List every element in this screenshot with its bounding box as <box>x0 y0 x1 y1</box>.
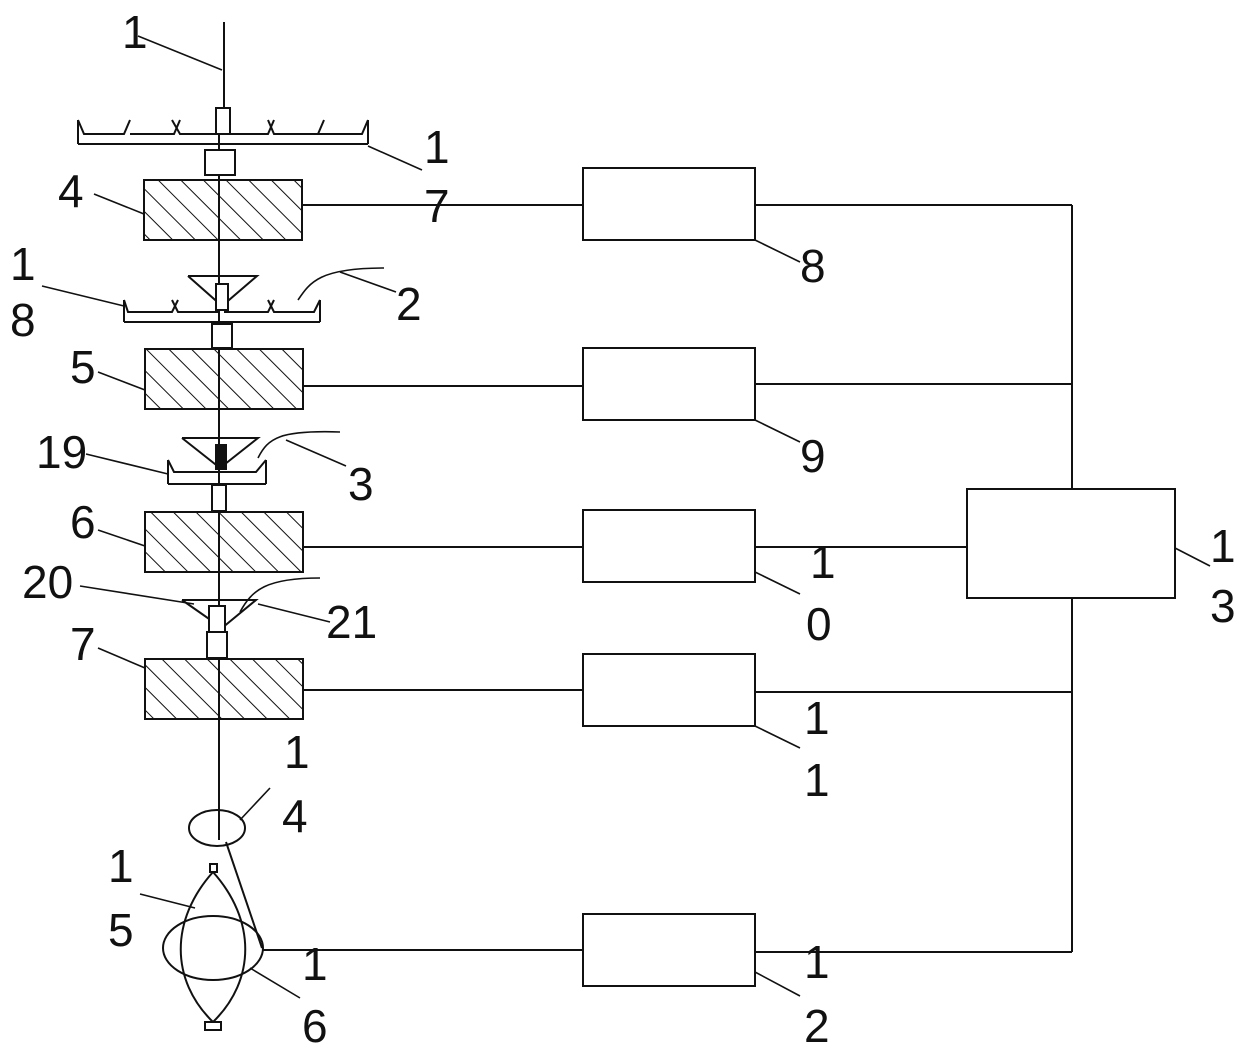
box-8 <box>583 168 755 240</box>
label-5-15: 5 <box>108 904 134 956</box>
ring-14 <box>189 810 245 846</box>
hatched-block-5 <box>145 349 303 409</box>
leader-6 <box>98 530 145 546</box>
leader-8 <box>755 240 800 262</box>
box-9 <box>583 348 755 420</box>
label-3: 3 <box>348 458 374 510</box>
funnel-20 <box>182 600 256 658</box>
label-0-box10: 0 <box>806 598 832 650</box>
label-1-15: 1 <box>108 840 134 892</box>
leader-2 <box>340 272 396 292</box>
spindle-top-cap <box>210 864 217 872</box>
label-1-box11b: 1 <box>804 754 830 806</box>
box-13 <box>967 489 1175 598</box>
hatched-block-6 <box>145 512 303 572</box>
box-10 <box>583 510 755 582</box>
label-21: 21 <box>326 596 377 648</box>
label-7-left: 7 <box>70 618 96 670</box>
spindle-15 <box>181 872 246 1022</box>
leader-18 <box>42 286 124 306</box>
label-4-14: 4 <box>282 790 308 842</box>
leader-3 <box>286 440 346 466</box>
label-1-top: 1 <box>122 6 148 58</box>
leader-5 <box>98 372 145 390</box>
label-5: 5 <box>70 341 96 393</box>
tray-17 <box>78 108 368 144</box>
leader-19 <box>86 454 168 474</box>
label-1-14: 1 <box>284 726 310 778</box>
box-11 <box>583 654 755 726</box>
label-6-16: 6 <box>302 1000 328 1052</box>
leader-21 <box>258 604 330 622</box>
label-3-box13: 3 <box>1210 580 1236 632</box>
leader-9 <box>755 420 800 442</box>
leader-10 <box>755 572 800 594</box>
leader-15 <box>140 894 195 908</box>
leader-20 <box>80 586 194 604</box>
leader-4 <box>94 194 144 214</box>
tray-19 <box>168 438 266 511</box>
label-1-box12: 1 <box>804 936 830 988</box>
hatched-block-7 <box>145 659 303 719</box>
label-19: 19 <box>36 426 87 478</box>
label-7: 7 <box>424 180 450 232</box>
label-2-box12: 2 <box>804 1000 830 1052</box>
leader-11 <box>755 726 800 748</box>
label-8-box: 8 <box>800 240 826 292</box>
label-1-16: 1 <box>302 938 328 990</box>
leader-14 <box>240 788 270 820</box>
label-1-right: 1 <box>424 121 450 173</box>
label-1-box13: 1 <box>1210 520 1236 572</box>
tray-18 <box>124 276 320 348</box>
label-20: 20 <box>22 556 73 608</box>
leader-7 <box>98 648 145 668</box>
label-9: 9 <box>800 430 826 482</box>
ring-16 <box>163 916 263 980</box>
label-4: 4 <box>58 165 84 217</box>
label-2: 2 <box>396 278 422 330</box>
spindle-base <box>205 1022 221 1030</box>
chute-21 <box>240 578 320 612</box>
box-12 <box>583 914 755 986</box>
label-1-left18: 1 <box>10 238 36 290</box>
label-8-left18: 8 <box>10 294 36 346</box>
leader-17 <box>368 146 422 170</box>
leader-13 <box>1175 548 1210 566</box>
leader-1-top <box>138 36 222 70</box>
label-1-box11a: 1 <box>804 692 830 744</box>
label-6: 6 <box>70 496 96 548</box>
hatched-block-4 <box>144 180 302 240</box>
coupling-top <box>205 150 235 175</box>
leader-12 <box>755 972 800 996</box>
label-1-box10: 1 <box>810 536 836 588</box>
leader-16 <box>250 968 300 998</box>
